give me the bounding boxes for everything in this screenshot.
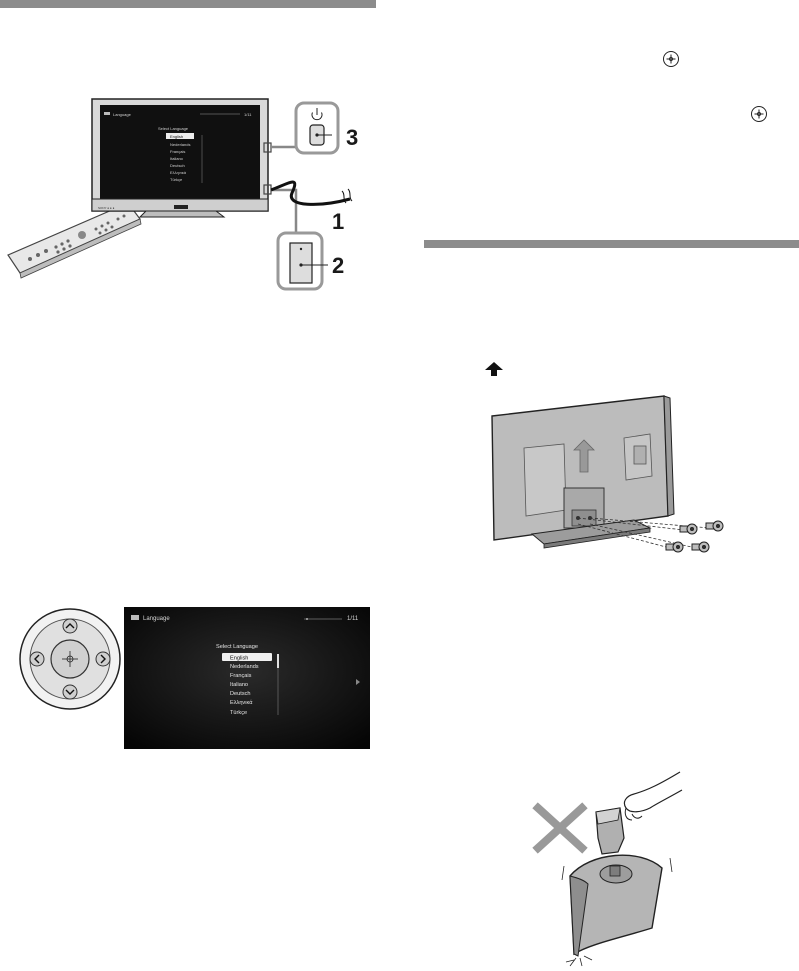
- large-screen-item-5: Ελληνικά: [230, 699, 253, 706]
- dpad-down-button: [63, 685, 77, 699]
- step-number-2: 2: [332, 253, 344, 278]
- screw: [680, 524, 697, 534]
- step-number-1: 1: [332, 209, 344, 234]
- large-screen-heading: Select Language: [216, 644, 258, 650]
- large-screen-item-0: English: [230, 656, 248, 662]
- screw: [706, 521, 723, 531]
- circle-plus-icon: [750, 105, 768, 123]
- large-language-screen: Language 1/11 Select Language English Ne…: [124, 607, 370, 749]
- stand-removal-illustration: [484, 392, 734, 572]
- power-cable: [271, 182, 350, 204]
- right-section-rule: [424, 240, 799, 248]
- large-screen-item-2: Français: [230, 673, 252, 679]
- small-screen-page: 1/11: [244, 112, 252, 117]
- left-section-rule: [0, 0, 376, 8]
- screw: [692, 542, 709, 552]
- dpad-up-button: [63, 619, 77, 633]
- small-screen-item-0: English: [170, 134, 183, 139]
- large-screen-page: 1/11: [347, 616, 359, 622]
- dpad-left-button: [30, 652, 44, 666]
- small-screen-item-1: Nederlands: [170, 142, 190, 147]
- stand-caution-illustration: [530, 768, 700, 968]
- svg-text:SONY ● ● ●: SONY ● ● ●: [98, 206, 115, 210]
- step-number-3: 3: [346, 125, 358, 150]
- large-screen-item-1: Nederlands: [230, 664, 259, 670]
- small-screen-item-3: Italiano: [170, 156, 184, 161]
- small-screen-heading: Select Language: [158, 126, 189, 131]
- small-screen-item-2: Français: [170, 149, 185, 154]
- remote-control: [8, 203, 141, 278]
- large-screen-title: Language: [143, 616, 170, 622]
- main-switch-callout: [278, 233, 328, 289]
- control-pad: [18, 607, 122, 711]
- small-screen-item-4: Deutsch: [170, 163, 185, 168]
- large-screen-item-4: Deutsch: [230, 691, 251, 697]
- large-screen-item-6: Türkçe: [230, 710, 247, 716]
- large-screen-item-3: Italiano: [230, 682, 248, 688]
- tv-connection-illustration: SONY ● ● ● Language 1/11 Select Language…: [0, 95, 380, 295]
- small-screen-item-5: Ελληνικά: [170, 170, 187, 175]
- small-screen-title: Language: [113, 112, 132, 117]
- cross-icon: [538, 808, 582, 848]
- screw: [666, 542, 683, 552]
- circle-plus-icon: [662, 50, 680, 68]
- small-screen-item-6: Türkçe: [170, 177, 183, 182]
- dpad-right-button: [96, 652, 110, 666]
- up-arrow-icon: [484, 362, 504, 376]
